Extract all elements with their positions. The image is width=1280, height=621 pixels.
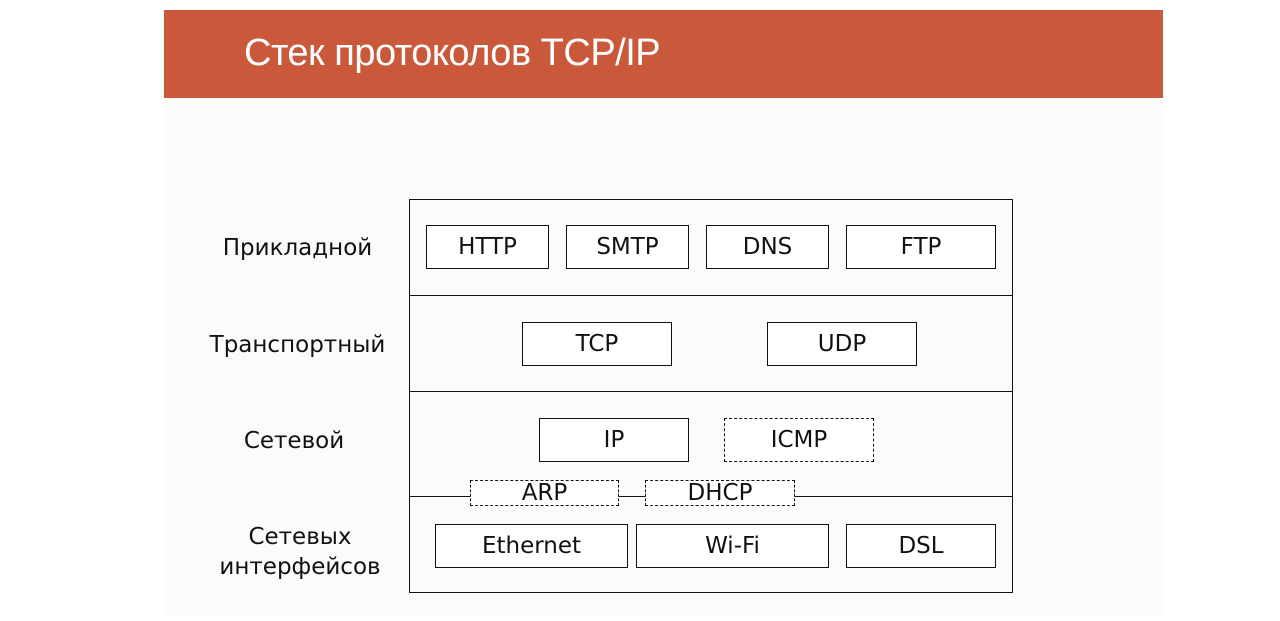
divider-network-link-middle: [618, 496, 646, 497]
protocol-ethernet: Ethernet: [435, 524, 628, 568]
protocol-arp: ARP: [470, 480, 619, 506]
protocol-icmp: ICMP: [724, 418, 874, 462]
stack-frame: [409, 199, 1013, 593]
slide-title: Стек протоколов TCP/IP: [244, 32, 661, 74]
slide: Стек протоколов TCP/IP: [164, 10, 1163, 616]
layer-label-link-line2: интерфейсов: [219, 554, 381, 580]
protocol-wifi: Wi-Fi: [636, 524, 829, 568]
title-bar: Стек протоколов TCP/IP: [164, 10, 1163, 98]
divider-application-transport: [409, 295, 1013, 296]
protocol-dsl: DSL: [846, 524, 996, 568]
layer-label-link-line1: Сетевых: [248, 524, 352, 550]
divider-network-link-left: [409, 496, 471, 497]
layer-label-link: Сетевых интерфейсов: [200, 522, 400, 582]
layer-label-transport: Транспортный: [209, 332, 386, 358]
protocol-ftp: FTP: [846, 225, 996, 269]
protocol-http: HTTP: [426, 225, 549, 269]
protocol-dns: DNS: [706, 225, 829, 269]
divider-network-link-right: [794, 496, 1013, 497]
protocol-tcp: TCP: [522, 322, 672, 366]
protocol-smtp: SMTP: [566, 225, 689, 269]
protocol-dhcp: DHCP: [645, 480, 795, 506]
layer-label-network: Сетевой: [243, 428, 345, 454]
divider-transport-network: [409, 391, 1013, 392]
protocol-udp: UDP: [767, 322, 917, 366]
layer-label-application: Прикладной: [222, 235, 373, 261]
protocol-ip: IP: [539, 418, 689, 462]
